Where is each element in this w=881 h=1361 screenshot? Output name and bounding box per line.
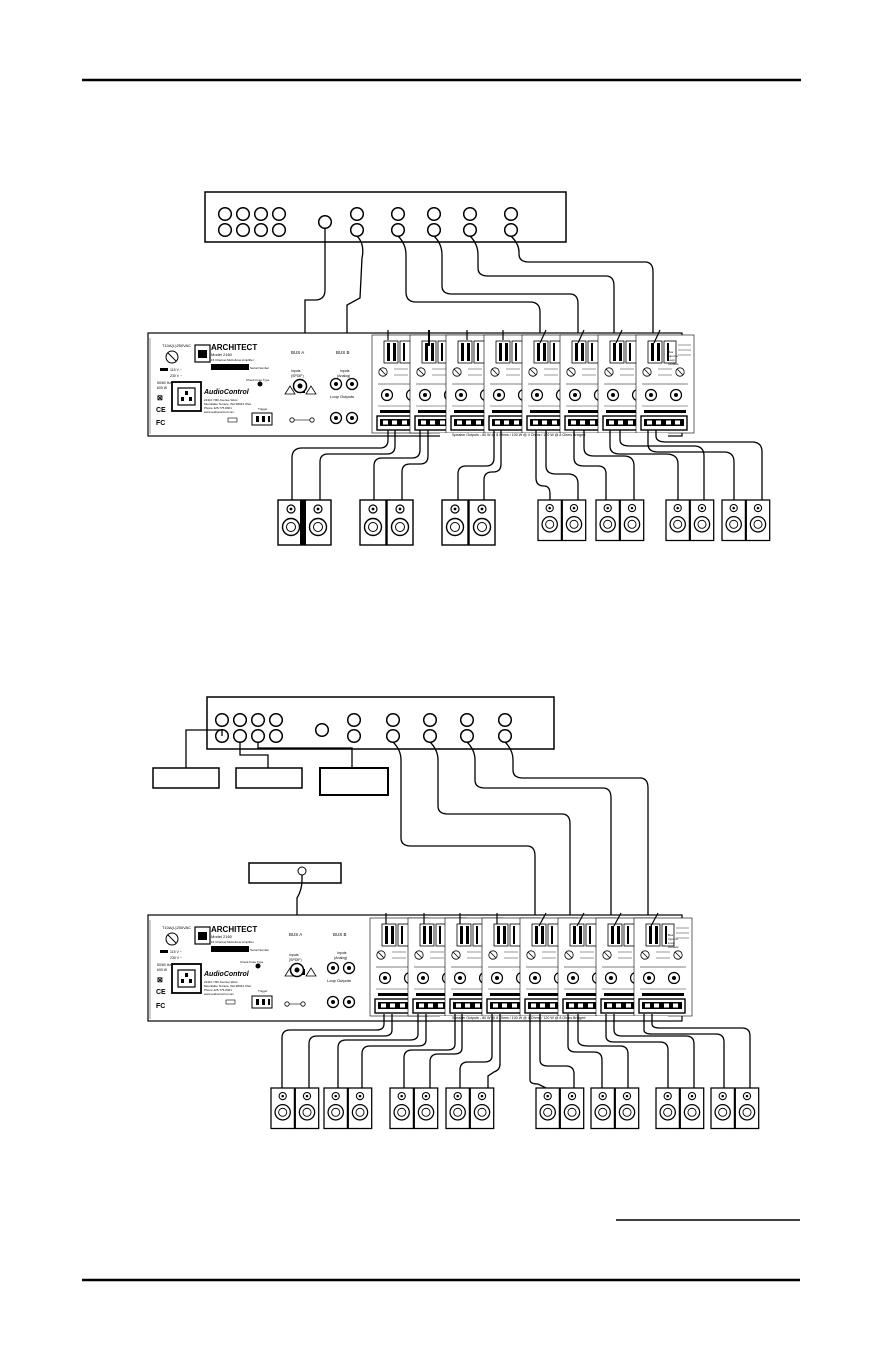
svg-text:⊠: ⊠ [157,395,163,402]
svg-text:Outputs: Outputs [668,945,679,949]
svg-text:Loop: Loop [668,941,675,945]
svg-text:AudioControl: AudioControl [203,971,250,978]
svg-text:T10A(L)250VAC: T10A(L)250VAC [162,925,191,930]
svg-text:50/60 Hz: 50/60 Hz [157,963,171,967]
svg-text:115 V ~: 115 V ~ [170,368,182,372]
speaker-cables-1 [291,430,763,500]
svg-text:CE: CE [156,407,166,414]
svg-text:Model 2160: Model 2160 [211,934,233,939]
svg-text:(Analog): (Analog) [337,374,350,378]
external-device-2 [235,767,303,789]
svg-text:Serial Number: Serial Number [250,366,269,370]
svg-text:CE: CE [156,989,166,996]
svg-text:Loop Outputs: Loop Outputs [327,978,351,983]
svg-text:230 V ~: 230 V ~ [170,956,182,960]
cables-2 [185,729,649,970]
svg-text:Loop: Loop [668,358,675,362]
svg-text:Phone 425.775.8461: Phone 425.775.8461 [204,988,232,992]
svg-text:ARCHITECT: ARCHITECT [211,925,257,934]
svg-text:22410 70th Avenue West: 22410 70th Avenue West [204,980,238,984]
svg-text:(SPDIF): (SPDIF) [289,958,302,962]
channel-modules-2 [369,917,693,1017]
svg-text:50/60 Hz: 50/60 Hz [157,381,171,385]
svg-text:Outputs: Outputs [668,362,679,366]
external-device-4 [248,862,342,884]
speakers-1 [277,499,771,546]
svg-text:www.audiocontrol.com: www.audiocontrol.com [204,992,235,996]
svg-text:⊠: ⊠ [157,977,163,984]
svg-text:600 W: 600 W [157,386,168,390]
svg-text:Check Fuse Type: Check Fuse Type [240,960,264,964]
source-device-2 [206,696,555,750]
svg-text:Inputs: Inputs [340,369,350,373]
svg-text:(SPDIF): (SPDIF) [291,374,304,378]
svg-text:Mountlake Terrace, WA 98043 US: Mountlake Terrace, WA 98043 USA [204,402,251,406]
svg-text:BUS A: BUS A [291,350,304,355]
svg-text:FC: FC [156,420,165,427]
svg-text:230 V ~: 230 V ~ [170,374,182,378]
svg-text:Loop Outputs: Loop Outputs [330,394,354,399]
svg-text:16 Channel Multi-Zone Amplifie: 16 Channel Multi-Zone Amplifier [211,940,254,944]
svg-text:BUS B: BUS B [336,350,350,355]
digital-out-jack [317,214,333,230]
svg-text:Model 2160: Model 2160 [211,352,233,357]
svg-text:AudioControl: AudioControl [203,389,250,396]
channel-modules-1 [371,334,695,434]
external-device-1 [152,767,220,789]
svg-text:Speaker Outputs - 80 W @ 8 Ohm: Speaker Outputs - 80 W @ 8 Ohms / 100 W … [452,433,585,437]
svg-text:Check Fuse Type: Check Fuse Type [246,378,270,382]
svg-text:Input to: Input to [668,937,678,941]
svg-text:Serial Number: Serial Number [250,948,269,952]
svg-text:22410 70th Avenue West: 22410 70th Avenue West [204,398,238,402]
svg-text:T10A(L)250VAC: T10A(L)250VAC [162,343,191,348]
svg-text:FC: FC [156,1003,165,1010]
svg-text:Trigger: Trigger [258,989,267,993]
svg-text:ARCHITECT: ARCHITECT [211,343,257,352]
speakers-2 [270,1087,760,1130]
svg-text:Bus: Bus [668,350,674,354]
svg-text:Trigger: Trigger [258,407,267,411]
svg-text:BUS A: BUS A [289,932,302,937]
svg-text:Phone 425.775.8461: Phone 425.775.8461 [204,406,232,410]
svg-text:Bus: Bus [668,933,674,937]
source-jacks-grid [217,206,287,238]
svg-text:BUS B: BUS B [333,932,347,937]
svg-text:Inputs: Inputs [291,369,301,373]
speaker-cables-2 [281,1014,751,1089]
svg-text:16 Channel Multi-Zone Amplifie: 16 Channel Multi-Zone Amplifier [211,358,254,362]
diagram-2: T10A(L)250VAC 115 V ~ 230 V ~ 50/60 Hz 6… [147,696,760,1130]
external-device-3 [319,767,389,796]
amplifier-panel-1: T10A(L)250VAC 115 V ~ 230 V ~ 50/60 Hz 6… [147,329,695,437]
svg-text:600 W: 600 W [157,968,168,972]
cables-1 [304,228,654,392]
svg-text:Mountlake Terrace, WA 98043 US: Mountlake Terrace, WA 98043 USA [204,984,251,988]
source-device [204,191,567,243]
svg-text:Input to: Input to [668,354,678,358]
diagram-1: T10A(L)250VAC 115 V ~ 230 V ~ 50/60 Hz 6… [147,191,771,546]
svg-text:www.audiocontrol.com: www.audiocontrol.com [204,410,235,414]
svg-text:Speaker Outputs - 80 W @ 8 Ohm: Speaker Outputs - 80 W @ 8 Ohms / 100 W … [452,1016,585,1020]
svg-text:Inputs: Inputs [289,953,299,957]
amplifier-panel-2: T10A(L)250VAC 115 V ~ 230 V ~ 50/60 Hz 6… [147,912,693,1022]
svg-text:(Analog): (Analog) [334,956,347,960]
svg-text:115 V ~: 115 V ~ [170,950,182,954]
svg-text:Inputs: Inputs [337,951,347,955]
